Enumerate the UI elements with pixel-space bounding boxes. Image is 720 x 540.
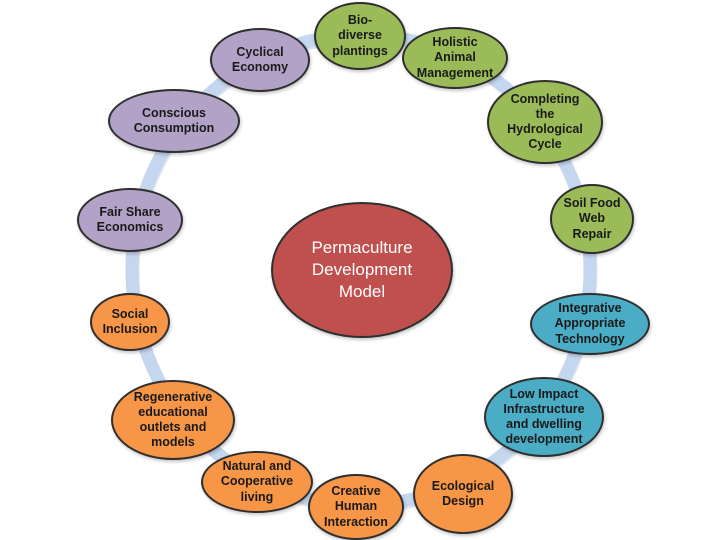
node-social-inclusion: Social Inclusion (90, 293, 170, 351)
node-low-impact-infrastructure-and-dwelling-development: Low Impact Infrastructure and dwelling d… (484, 377, 604, 457)
node-holistic-animal-management: Holistic Animal Management (402, 27, 508, 89)
node-cyclical-economy: Cyclical Economy (210, 28, 310, 92)
node-conscious-consumption: Conscious Consumption (108, 89, 240, 153)
node-label: Soil Food Web Repair (563, 196, 621, 241)
node-fair-share-economics: Fair Share Economics (77, 188, 183, 252)
node-completing-the-hydrological-cycle: Completing the Hydrological Cycle (487, 80, 603, 164)
node-regenerative-educational-outlets-and-models: Regenerative educational outlets and mod… (111, 380, 235, 460)
node-label: Holistic Animal Management (416, 35, 494, 80)
node-label: Social Inclusion (102, 306, 158, 336)
node-label: Cyclical Economy (231, 44, 289, 74)
node-label: Natural and Cooperative living (220, 459, 294, 504)
node-creative-human-interaction: Creative Human Interaction (308, 474, 404, 540)
node-label: Bio- diverse plantings (332, 13, 388, 58)
node-label: Conscious Consumption (133, 105, 215, 135)
node-label: Creative Human Interaction (324, 484, 388, 529)
node-label: Regenerative educational outlets and mod… (133, 389, 213, 450)
node-label: Low Impact Infrastructure and dwelling d… (503, 386, 585, 447)
node-natural-and-cooperative-living: Natural and Cooperative living (201, 451, 313, 513)
node-bio-diverse-plantings: Bio- diverse plantings (314, 2, 406, 70)
node-integrative-appropriate-technology: Integrative Appropriate Technology (530, 293, 650, 355)
center-node-label: Permaculture Development Model (311, 237, 413, 302)
node-label: Fair Share Economics (96, 204, 164, 234)
center-node-permaculture-development-model: Permaculture Development Model (271, 202, 453, 338)
node-ecological-design: Ecological Design (413, 454, 513, 534)
node-soil-food-web-repair: Soil Food Web Repair (550, 184, 634, 254)
node-label: Ecological Design (431, 478, 495, 508)
node-label: Completing the Hydrological Cycle (507, 91, 583, 152)
node-label: Integrative Appropriate Technology (554, 301, 626, 346)
